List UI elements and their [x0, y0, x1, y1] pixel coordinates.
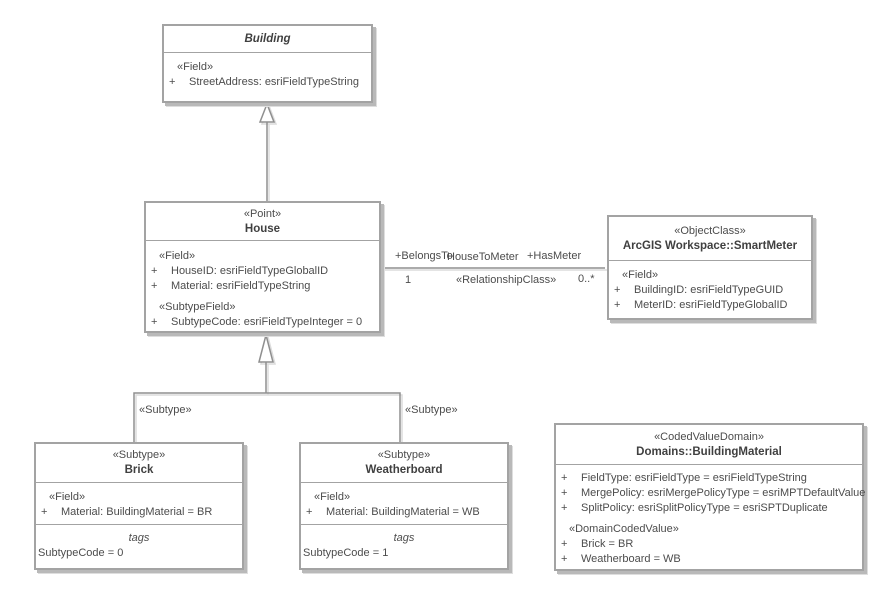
- visibility: +: [561, 472, 568, 484]
- domaincodedvalue-stereotype-header: «DomainCodedValue»: [569, 523, 679, 535]
- attribute-row: + SubtypeCode: esriFieldTypeInteger = 0: [146, 315, 379, 330]
- subtypefield-stereotype-header: «SubtypeField»: [159, 301, 236, 313]
- attribute-text: SplitPolicy: esriSplitPolicyType = esriS…: [581, 502, 828, 514]
- subtype-label-brick: «Subtype»: [139, 404, 192, 416]
- tags-label: tags: [393, 532, 415, 544]
- visibility: +: [151, 280, 158, 292]
- class-domain-attributes: + FieldType: esriFieldType = esriFieldTy…: [556, 465, 866, 569]
- class-building-title: Building: [164, 26, 371, 53]
- relationship-target-role: +HasMeter: [527, 250, 582, 262]
- tags-label: tags: [128, 532, 150, 544]
- attribute-row: + Brick = BR: [556, 537, 862, 552]
- tag-value: SubtypeCode = 1: [303, 547, 389, 559]
- attribute-row: + SplitPolicy: esriSplitPolicyType = esr…: [556, 501, 862, 516]
- attribute-text: Weatherboard = WB: [581, 553, 681, 565]
- relationship-target-multiplicity: 0..*: [578, 273, 595, 285]
- visibility: +: [41, 506, 48, 518]
- class-buildingmaterial-domain[interactable]: «CodedValueDomain» Domains::BuildingMate…: [554, 423, 866, 571]
- attribute-row: + Material: esriFieldTypeString: [146, 279, 379, 294]
- attribute-text: Material: BuildingMaterial = BR: [61, 506, 213, 518]
- class-stereotype: «ObjectClass»: [674, 224, 746, 237]
- attribute-text: MeterID: esriFieldTypeGlobalID: [634, 299, 788, 311]
- attribute-text: Brick = BR: [581, 538, 634, 550]
- generalization-arrowhead-building[interactable]: [258, 101, 276, 123]
- visibility: +: [169, 76, 176, 88]
- class-smartmeter-title: «ObjectClass» ArcGIS Workspace::SmartMet…: [609, 217, 811, 261]
- attribute-row: + Material: BuildingMaterial = WB: [301, 505, 507, 520]
- class-stereotype: «Point»: [243, 207, 282, 220]
- class-brick-title: «Subtype» Brick: [36, 444, 242, 483]
- relationship-stereotype: «RelationshipClass»: [456, 274, 557, 286]
- subtype-label-weatherboard: «Subtype»: [405, 404, 458, 416]
- visibility: +: [306, 506, 313, 518]
- class-stereotype: «Subtype»: [377, 449, 431, 461]
- attribute-row: + Weatherboard = WB: [556, 552, 862, 567]
- attribute-row: + Material: BuildingMaterial = BR: [36, 505, 242, 520]
- tag-value: SubtypeCode = 0: [38, 547, 124, 559]
- attribute-text: HouseID: esriFieldTypeGlobalID: [171, 265, 329, 277]
- relationship-source-role: +BelongsTo: [395, 250, 453, 262]
- field-stereotype-header: «Field»: [159, 250, 196, 262]
- class-smartmeter-attributes: «Field» + BuildingID: esriFieldTypeGUID …: [609, 261, 811, 318]
- field-stereotype-header: «Field»: [314, 491, 351, 503]
- relationship-name: HouseToMeter: [447, 251, 519, 263]
- class-smartmeter[interactable]: «ObjectClass» ArcGIS Workspace::SmartMet…: [607, 215, 813, 320]
- attribute-text: StreetAddress: esriFieldTypeString: [189, 76, 359, 88]
- class-weatherboard-tags: tags SubtypeCode = 1: [301, 524, 507, 568]
- attribute-row: + BuildingID: esriFieldTypeGUID: [609, 283, 811, 298]
- class-weatherboard[interactable]: «Subtype» Weatherboard «Field» + Materia…: [299, 442, 509, 570]
- attribute-text: Material: BuildingMaterial = WB: [326, 506, 480, 518]
- visibility: +: [561, 553, 568, 565]
- class-name: Weatherboard: [365, 464, 443, 476]
- class-name: ArcGIS Workspace::SmartMeter: [622, 239, 798, 252]
- class-name: House: [244, 222, 281, 235]
- class-weatherboard-attributes: «Field» + Material: BuildingMaterial = W…: [301, 483, 507, 524]
- attribute-row: + StreetAddress: esriFieldTypeString: [164, 75, 371, 90]
- class-building[interactable]: Building «Field» + StreetAddress: esriFi…: [162, 24, 373, 103]
- visibility: +: [561, 538, 568, 550]
- class-stereotype: «Subtype»: [112, 449, 166, 461]
- visibility: +: [614, 284, 621, 296]
- class-house-attributes: «Field» + HouseID: esriFieldTypeGlobalID…: [146, 241, 379, 331]
- class-building-attributes: «Field» + StreetAddress: esriFieldTypeSt…: [164, 53, 371, 101]
- attribute-text: SubtypeCode: esriFieldTypeInteger = 0: [171, 316, 363, 328]
- field-stereotype-header: «Field»: [49, 491, 86, 503]
- class-weatherboard-title: «Subtype» Weatherboard: [301, 444, 507, 483]
- class-brick[interactable]: «Subtype» Brick «Field» + Material: Buil…: [34, 442, 244, 570]
- class-stereotype: «CodedValueDomain»: [654, 430, 764, 443]
- class-name: Building: [244, 32, 291, 45]
- class-name: Brick: [124, 464, 154, 476]
- visibility: +: [151, 265, 158, 277]
- attribute-text: MergePolicy: esriMergePolicyType = esriM…: [581, 487, 866, 499]
- field-stereotype-header: «Field»: [622, 269, 659, 281]
- class-domain-title: «CodedValueDomain» Domains::BuildingMate…: [556, 425, 862, 465]
- class-brick-tags: tags SubtypeCode = 0: [36, 524, 242, 568]
- attribute-text: Material: esriFieldTypeString: [171, 280, 311, 292]
- class-house-title: «Point» House: [146, 203, 379, 241]
- attribute-text: BuildingID: esriFieldTypeGUID: [634, 284, 784, 296]
- generalization-tree-branches[interactable]: [133, 392, 401, 442]
- visibility: +: [614, 299, 621, 311]
- attribute-text: FieldType: esriFieldType = esriFieldType…: [581, 472, 807, 484]
- attribute-row: + MeterID: esriFieldTypeGlobalID: [609, 298, 811, 313]
- attribute-row: + FieldType: esriFieldType = esriFieldTy…: [556, 471, 862, 486]
- field-stereotype-header: «Field»: [177, 61, 214, 73]
- class-brick-attributes: «Field» + Material: BuildingMaterial = B…: [36, 483, 242, 524]
- visibility: +: [151, 316, 158, 328]
- relationship-source-multiplicity: 1: [405, 274, 412, 286]
- class-name: Domains::BuildingMaterial: [636, 445, 782, 458]
- visibility: +: [561, 487, 568, 499]
- attribute-row: + MergePolicy: esriMergePolicyType = esr…: [556, 486, 866, 501]
- visibility: +: [561, 502, 568, 514]
- class-house[interactable]: «Point» House «Field» + HouseID: esriFie…: [144, 201, 381, 333]
- attribute-row: + HouseID: esriFieldTypeGlobalID: [146, 264, 379, 279]
